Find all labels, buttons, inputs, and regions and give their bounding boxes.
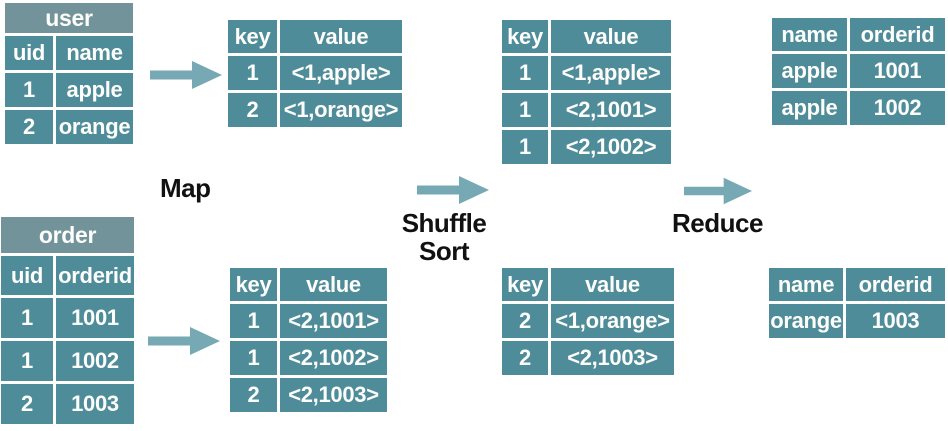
table-cell: orange	[769, 304, 843, 338]
column-header: key	[502, 268, 548, 301]
table-cell: apple	[772, 91, 847, 125]
reduce-result-orange-table: name orderid orange 1003	[769, 268, 945, 338]
table-cell: apple	[56, 73, 133, 107]
map-user-arrow-icon	[150, 61, 222, 89]
table-cell: <2,1002>	[280, 341, 387, 375]
table-cell: 2	[502, 304, 548, 338]
reduce-result-apple-table: name orderid apple 1001 apple 1002	[772, 18, 945, 125]
table-cell: <1,orange>	[280, 93, 402, 127]
column-header: orderid	[850, 18, 945, 51]
column-header: value	[280, 20, 402, 53]
column-header: name	[769, 268, 843, 301]
shuffle-key1-table: key value 1 <1,apple> 1 <2,1001> 1 <2,10…	[502, 20, 671, 164]
column-header: value	[551, 268, 674, 301]
column-header: value	[551, 20, 671, 53]
table-cell: 1	[230, 341, 277, 375]
column-header: orderid	[56, 256, 134, 295]
table-cell: 1001	[56, 298, 134, 338]
shuffle-arrow-icon	[417, 176, 489, 204]
table-cell: <2,1001>	[280, 304, 387, 338]
table-cell: 2	[5, 110, 53, 144]
shuffle-sort-stage-label: Shuffle Sort	[398, 209, 490, 265]
table-title: user	[5, 3, 133, 33]
table-cell: 1002	[850, 91, 945, 125]
column-header: uid	[5, 36, 53, 70]
table-cell: 2	[228, 93, 277, 127]
column-header: value	[280, 268, 387, 301]
table-cell: <1,orange>	[551, 304, 674, 338]
map-stage-label: Map	[160, 173, 211, 203]
table-cell: 1	[5, 73, 53, 107]
table-cell: 2	[1, 384, 53, 424]
table-cell: 1	[230, 304, 277, 338]
column-header: key	[230, 268, 277, 301]
table-cell: 1	[502, 93, 548, 127]
order-table: order uid orderid 1 1001 1 1002 2 1003	[1, 217, 134, 424]
table-cell: apple	[772, 54, 847, 88]
column-header: name	[56, 36, 133, 70]
table-cell: 1003	[846, 304, 945, 338]
table-cell: 1002	[56, 341, 134, 381]
column-header: key	[228, 20, 277, 53]
table-cell: 1	[1, 341, 53, 381]
table-cell: 2	[230, 378, 277, 412]
map-output-user-table: key value 1 <1,apple> 2 <1,orange>	[228, 20, 402, 127]
table-cell: <1,apple>	[280, 56, 402, 90]
table-cell: <1,apple>	[551, 56, 671, 90]
column-header: key	[502, 20, 548, 53]
table-cell: 1	[228, 56, 277, 90]
table-cell: 1001	[850, 54, 945, 88]
table-cell: 1	[502, 56, 548, 90]
map-output-order-table: key value 1 <2,1001> 1 <2,1002> 2 <2,100…	[230, 268, 387, 412]
table-cell: <2,1003>	[551, 341, 674, 375]
sort-label: Sort	[419, 236, 470, 266]
table-cell: 1003	[56, 384, 134, 424]
table-cell: orange	[56, 110, 133, 144]
table-cell: 1	[502, 130, 548, 164]
column-header: name	[772, 18, 847, 51]
table-title: order	[1, 217, 134, 253]
column-header: orderid	[846, 268, 945, 301]
user-table: user uid name 1 apple 2 orange	[5, 3, 133, 144]
table-cell: <2,1001>	[551, 93, 671, 127]
shuffle-key2-table: key value 2 <1,orange> 2 <2,1003>	[502, 268, 674, 375]
reduce-stage-label: Reduce	[672, 208, 763, 238]
column-header: uid	[1, 256, 53, 295]
table-cell: <2,1003>	[280, 378, 387, 412]
table-cell: 1	[1, 298, 53, 338]
table-cell: <2,1002>	[551, 130, 671, 164]
reduce-arrow-icon	[684, 177, 752, 205]
shuffle-label: Shuffle	[401, 208, 487, 238]
map-order-arrow-icon	[148, 327, 220, 355]
table-cell: 2	[502, 341, 548, 375]
